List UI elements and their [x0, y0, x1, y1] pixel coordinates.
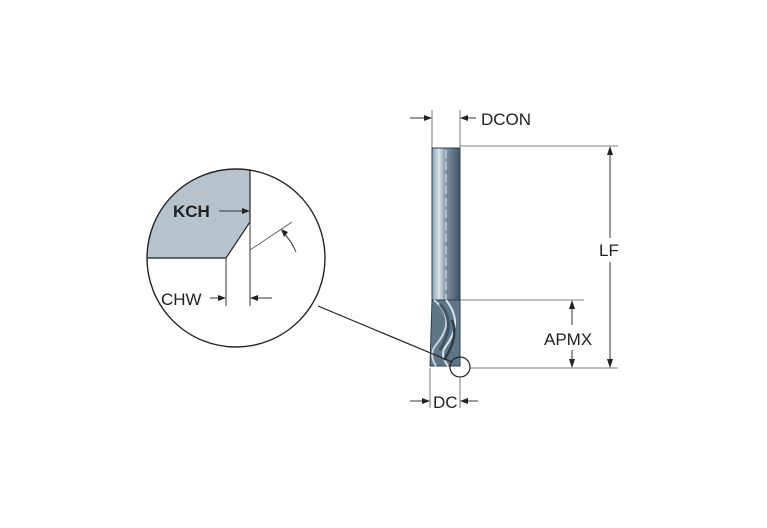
lf-dimension: LF	[460, 145, 619, 369]
kch-label: KCH	[173, 202, 210, 221]
tool-flutes	[429, 299, 461, 367]
detail-marker-circle	[449, 356, 471, 378]
chw-label: CHW	[161, 290, 202, 309]
dc-label: DC	[433, 393, 458, 412]
detail-circle-outline	[146, 168, 326, 348]
dcon-dimension: DCON	[410, 110, 531, 148]
apmx-dimension: APMX	[460, 299, 592, 368]
lf-label: LF	[599, 241, 619, 260]
detail-view: KCH CHW	[146, 168, 326, 348]
detail-leader-line	[317, 305, 453, 363]
dcon-label: DCON	[481, 110, 531, 129]
dc-dimension: DC	[410, 368, 478, 412]
end-mill-tool	[429, 147, 471, 378]
apmx-label: APMX	[544, 330, 592, 349]
